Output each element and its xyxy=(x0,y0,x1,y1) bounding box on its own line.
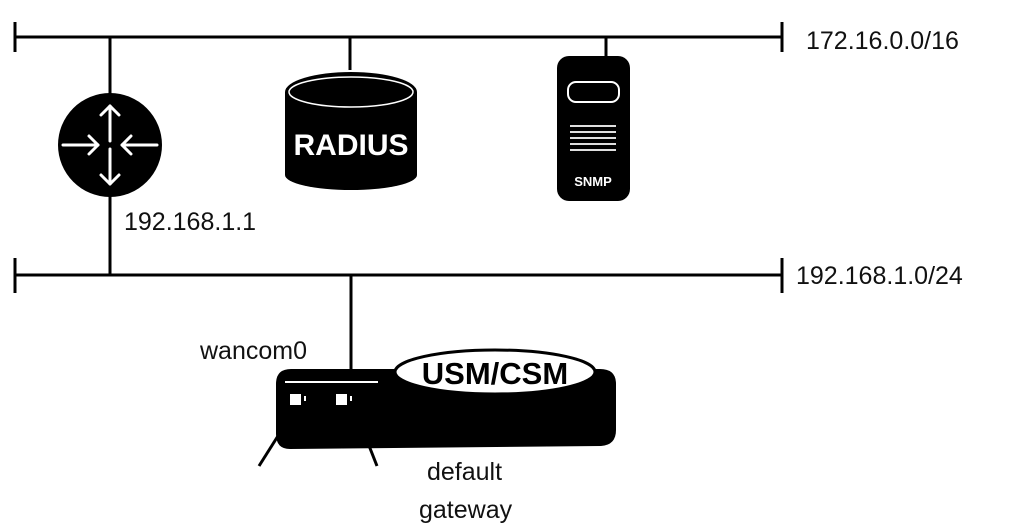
snmp-label: SNMP xyxy=(574,174,612,189)
gateway-label-line2: gateway xyxy=(419,496,513,524)
router-ip-label: 192.168.1.1 xyxy=(124,208,256,236)
lower-network-bus xyxy=(13,258,784,293)
lower-subnet-label: 192.168.1.0/24 xyxy=(796,262,963,290)
port-icon xyxy=(336,394,347,405)
router-icon xyxy=(58,93,162,197)
upper-network-bus xyxy=(13,22,784,52)
server-tower-icon: SNMP xyxy=(557,56,630,201)
database-icon: RADIUS xyxy=(285,72,417,190)
appliance-icon: USM/CSM xyxy=(276,348,616,449)
cable-right xyxy=(364,437,379,467)
interface-label: wancom0 xyxy=(199,337,307,365)
cable-left xyxy=(257,427,285,467)
gateway-label-line1: default xyxy=(427,458,502,486)
radius-label: RADIUS xyxy=(293,129,408,162)
upper-subnet-label: 172.16.0.0/16 xyxy=(806,27,959,55)
controller-label: USM/CSM xyxy=(422,356,568,391)
port-icon xyxy=(290,394,301,405)
